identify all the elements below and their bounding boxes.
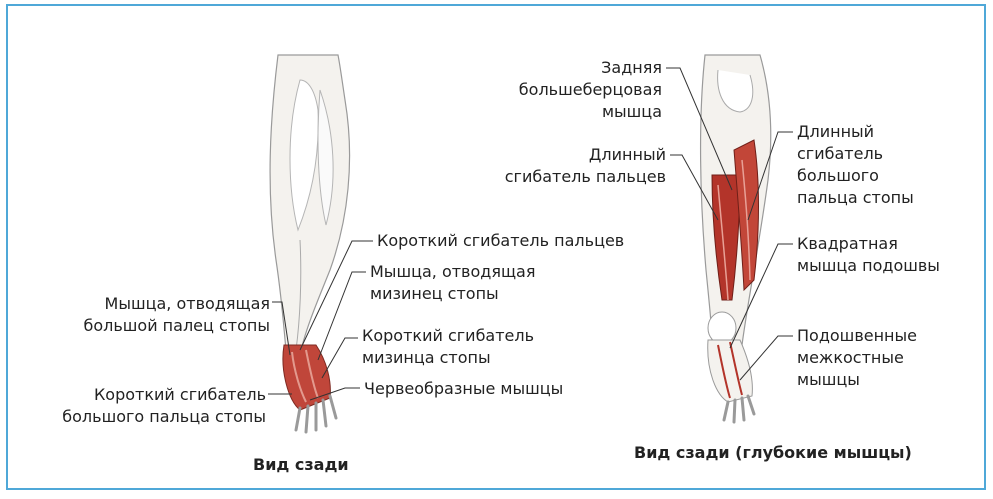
label-line: Длинный [480,144,666,166]
label-line: мизинец стопы [370,283,535,305]
label-abductor-digiti-minimi: Мышца, отводящая мизинец стопы [370,261,535,305]
label-flexor-digiti-minimi-brevis: Короткий сгибатель мизинца стопы [362,325,534,369]
label-line: сгибатель пальцев [480,166,666,188]
label-line: мышца подошвы [797,255,940,277]
label-line: большой палец стопы [60,315,270,337]
label-tibialis-posterior: Задняя большеберцовая мышца [490,57,662,123]
label-quadratus-plantae: Квадратная мышца подошвы [797,233,940,277]
label-line: пальца стопы [797,187,914,209]
label-line: Короткий сгибатель [30,384,266,406]
label-abductor-hallucis: Мышца, отводящая большой палец стопы [60,293,270,337]
label-line: межкостные [797,347,917,369]
label-line: мышца [490,101,662,123]
label-line: большого пальца стопы [30,406,266,428]
label-flexor-hallucis-brevis: Короткий сгибатель большого пальца стопы [30,384,266,428]
label-line: Мышца, отводящая [60,293,270,315]
label-line: Мышца, отводящая [370,261,535,283]
leader-line-abductor-digiti-minimi [318,272,366,360]
label-plantar-interossei: Подошвенные межкостные мышцы [797,325,917,391]
caption-posterior-deep-view: Вид сзади (глубокие мышцы) [634,443,912,462]
label-line: большого [797,165,914,187]
left-leg-illustration [270,55,350,432]
label-line: большеберцовая [490,79,662,101]
caption-posterior-view: Вид сзади [253,455,349,474]
label-line: Короткий сгибатель [362,325,534,347]
label-line: Подошвенные [797,325,917,347]
label-line: Длинный [797,121,914,143]
label-flexor-hallucis-longus: Длинный сгибатель большого пальца стопы [797,121,914,209]
label-flexor-digitorum-longus: Длинный сгибатель пальцев [480,144,666,188]
label-flexor-digitorum-brevis: Короткий сгибатель пальцев [377,230,624,252]
right-leg-illustration [701,55,771,422]
label-line: мизинца стопы [362,347,534,369]
label-lumbricals: Червеобразные мышцы [364,378,563,400]
label-line: Задняя [490,57,662,79]
label-line: мышцы [797,369,917,391]
label-line: сгибатель [797,143,914,165]
label-line: Квадратная [797,233,940,255]
